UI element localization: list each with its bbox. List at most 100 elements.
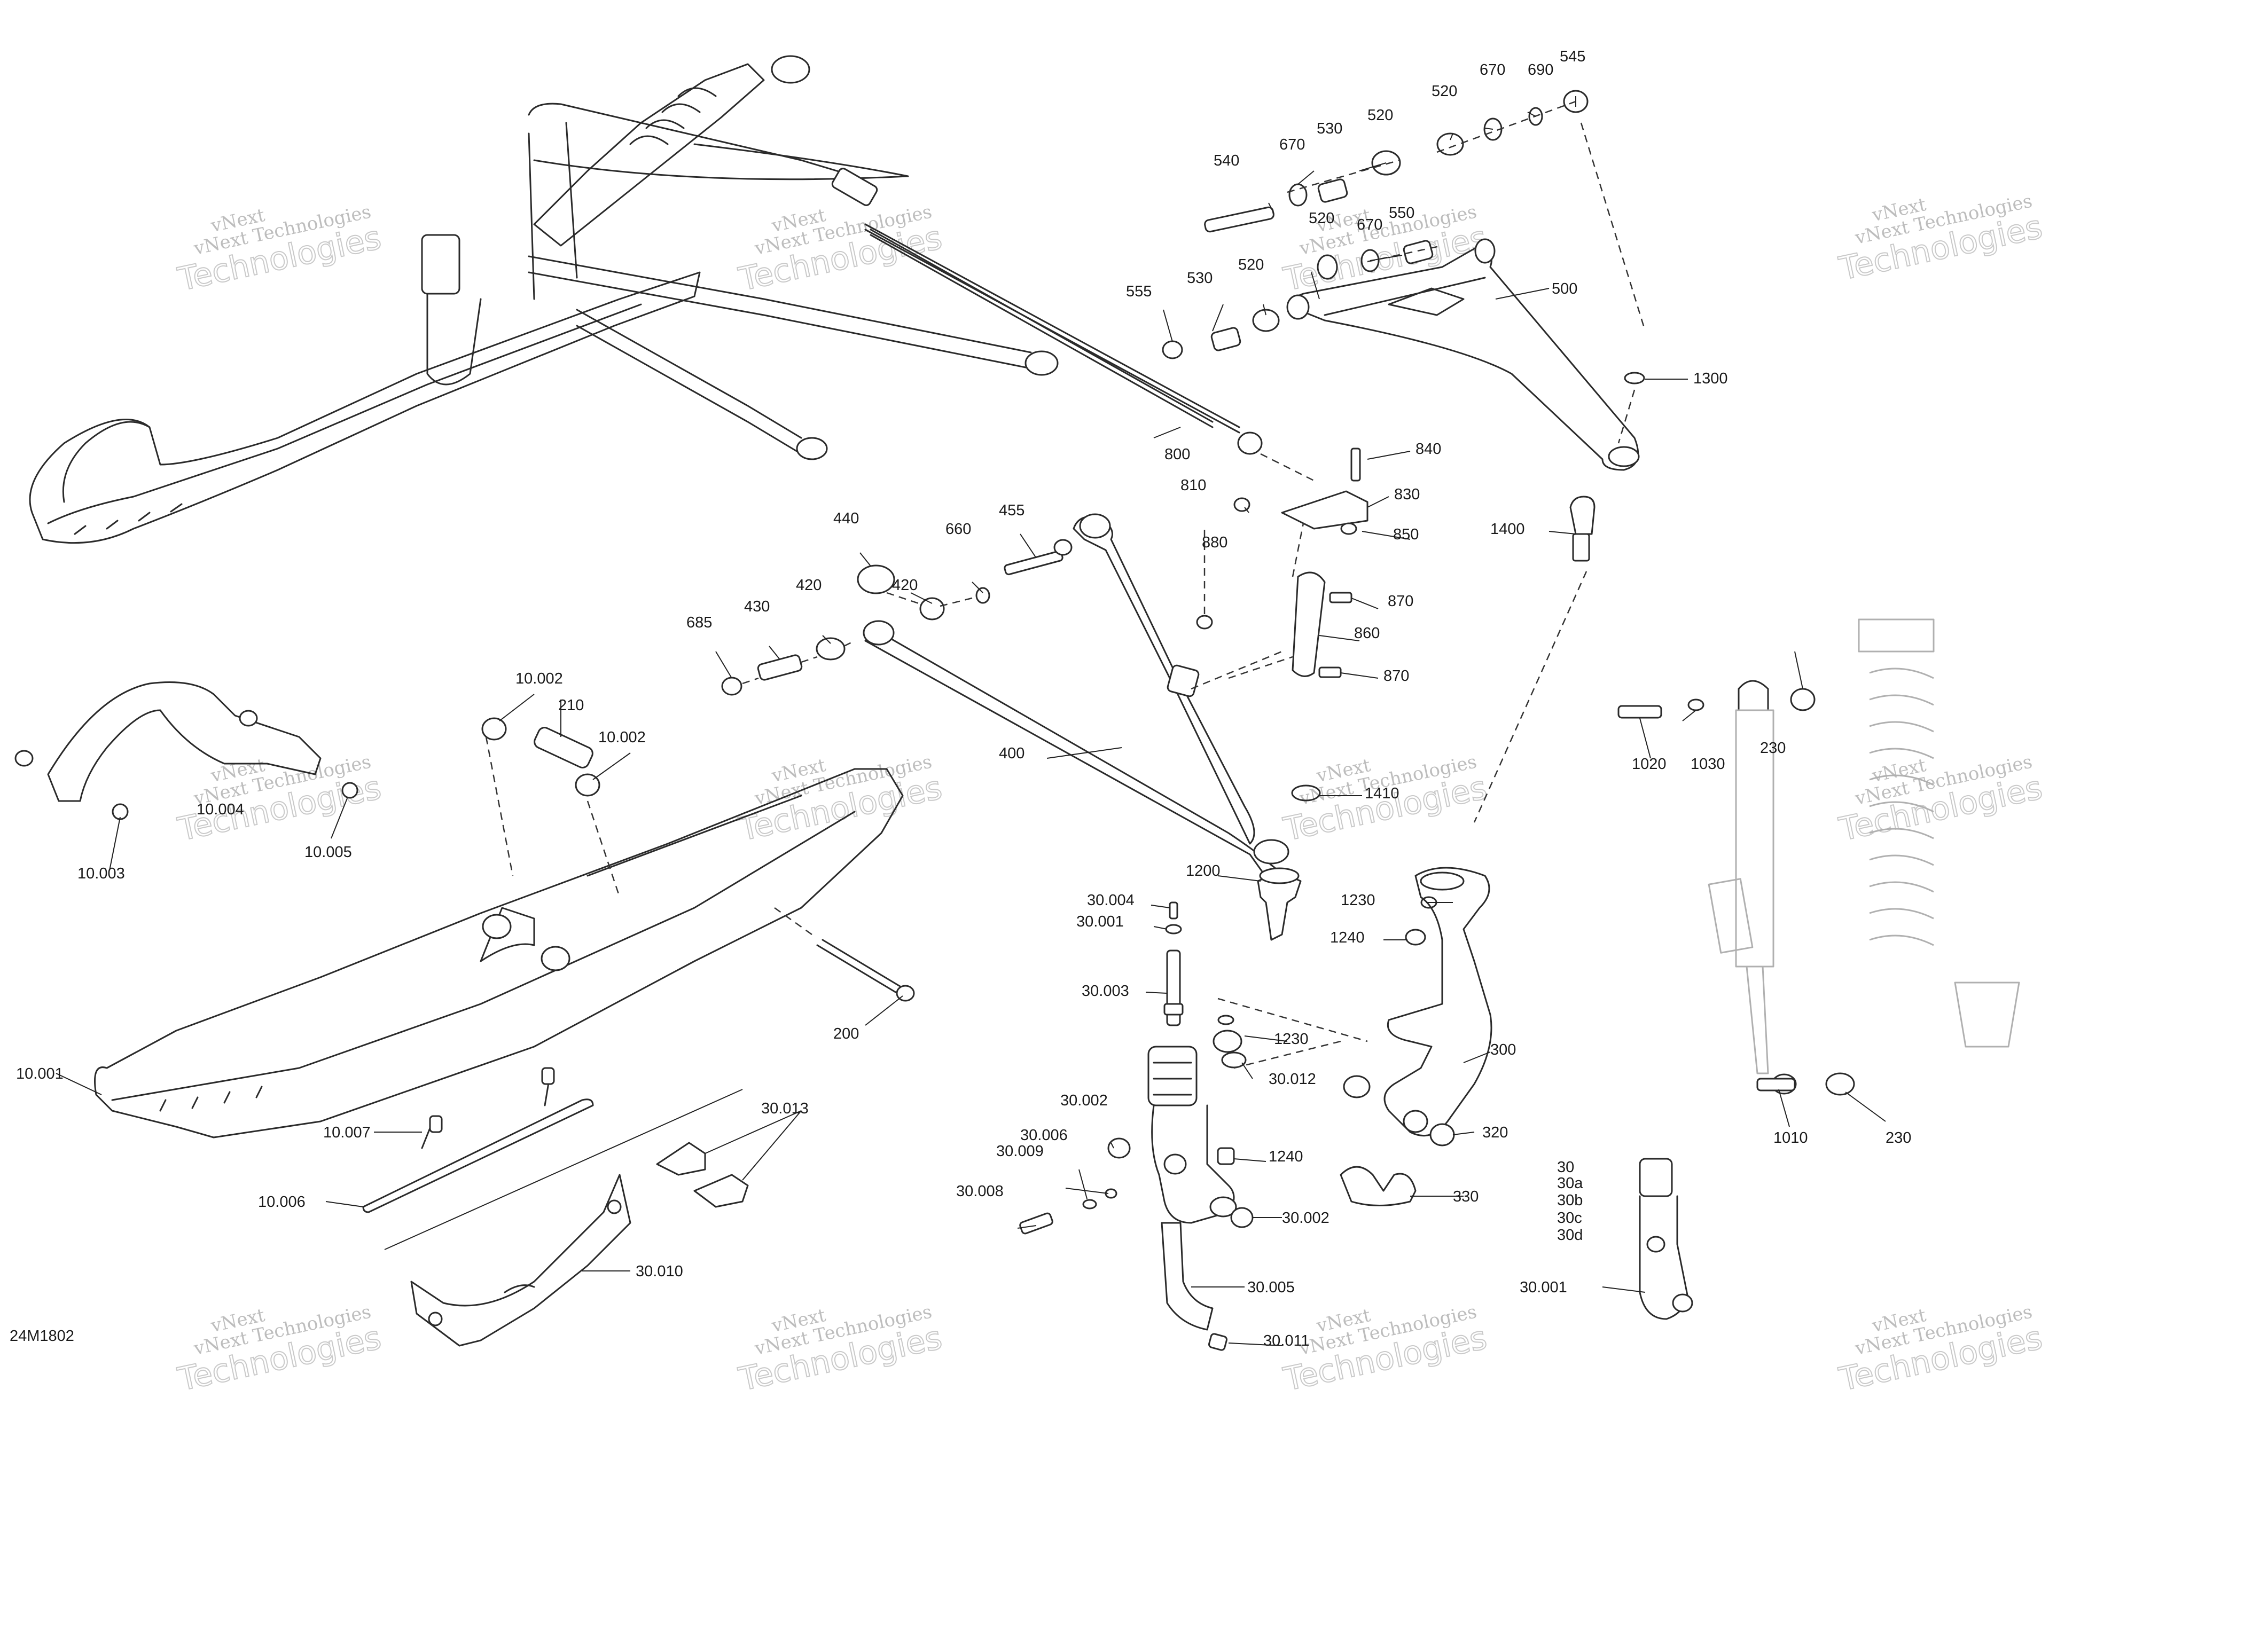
part-label-30-010: 30.010 [636, 1263, 683, 1280]
spacer-210 [481, 717, 621, 898]
part-label-30c: 30c [1557, 1210, 1582, 1227]
part-label-30-005: 30.005 [1247, 1279, 1295, 1296]
part-label-520: 520 [1238, 256, 1264, 273]
part-label-1010: 1010 [1773, 1129, 1808, 1147]
part-label-30-008: 30.008 [956, 1183, 1004, 1200]
diagram-id: 24M1802 [10, 1328, 74, 1345]
part-label-320: 320 [1482, 1124, 1508, 1141]
divider-line [384, 1089, 743, 1250]
part-label-30-012: 30.012 [1269, 1071, 1316, 1088]
part-label-10-002: 10.002 [515, 670, 563, 687]
part-label-30-002: 30.002 [1282, 1210, 1329, 1227]
part-label-880: 880 [1202, 534, 1227, 551]
part-label-30-002: 30.002 [1060, 1092, 1108, 1109]
part-label-430: 430 [744, 598, 770, 615]
steering-brackets [1196, 447, 1368, 679]
ball-joint-hardware [1473, 372, 1645, 823]
part-label-400: 400 [999, 745, 1024, 762]
part-label-685: 685 [686, 614, 712, 631]
part-label-30-001: 30.001 [1520, 1279, 1567, 1296]
part-label-200: 200 [833, 1025, 859, 1042]
part-label-330: 330 [1453, 1188, 1479, 1205]
ball-joint-1200 [1257, 784, 1321, 941]
part-label-670: 670 [1480, 61, 1505, 78]
part-label-420: 420 [796, 577, 822, 594]
part-label-870: 870 [1388, 593, 1413, 610]
part-label-1230: 1230 [1341, 892, 1375, 909]
spindle-30 [1019, 901, 1368, 1351]
part-label-230: 230 [1886, 1129, 1911, 1147]
part-label-10-006: 10.006 [258, 1194, 306, 1211]
part-label-10-005: 10.005 [304, 844, 352, 861]
part-label-830: 830 [1394, 486, 1420, 503]
part-label-10-004: 10.004 [197, 801, 244, 818]
plate-30-010 [410, 1174, 631, 1347]
part-label-1020: 1020 [1632, 756, 1667, 773]
part-label-30d: 30d [1557, 1227, 1583, 1244]
assembled-suspension-illustration [29, 55, 1240, 544]
part-label-1300: 1300 [1693, 370, 1728, 387]
leader-lines [56, 96, 1886, 1346]
part-label-1030: 1030 [1691, 756, 1725, 773]
part-label-230: 230 [1760, 740, 1786, 757]
part-label-210: 210 [558, 697, 584, 714]
part-label-30-001: 30.001 [1076, 913, 1124, 930]
hardware-cluster-upper [1162, 90, 1646, 359]
part-label-850: 850 [1393, 526, 1419, 543]
part-label-840: 840 [1415, 441, 1441, 458]
part-label-10-003: 10.003 [77, 865, 125, 882]
part-label-520: 520 [1309, 210, 1334, 227]
part-label-10-002: 10.002 [598, 729, 646, 746]
part-label-440: 440 [833, 510, 859, 527]
part-label-810: 810 [1180, 477, 1206, 494]
part-label-540: 540 [1214, 152, 1239, 169]
part-label-500: 500 [1552, 280, 1577, 297]
part-label-30-003: 30.003 [1082, 983, 1129, 1000]
part-label-30-009: 30.009 [996, 1143, 1044, 1160]
part-label-30-006: 30.006 [1020, 1127, 1068, 1144]
part-label-530: 530 [1317, 120, 1342, 137]
part-label-545: 545 [1560, 48, 1585, 65]
part-label-670: 670 [1279, 136, 1305, 153]
part-label-1230: 1230 [1274, 1031, 1309, 1048]
part-label-520: 520 [1367, 107, 1393, 124]
part-label-690: 690 [1528, 61, 1553, 78]
part-label-10-001: 10.001 [16, 1065, 64, 1082]
part-label-30b: 30b [1557, 1192, 1583, 1209]
part-label-420: 420 [892, 577, 918, 594]
part-label-30: 30 [1557, 1159, 1574, 1176]
ski-10-001 [94, 768, 904, 1139]
part-label-1200: 1200 [1186, 862, 1221, 880]
ski-runner-10-006 [362, 1067, 594, 1213]
shock-spring-assembly-faded [1617, 618, 2020, 1096]
upper-a-arm-500 [1286, 238, 1640, 471]
part-label-30a: 30a [1557, 1175, 1583, 1192]
part-label-870: 870 [1383, 668, 1409, 685]
steering-knuckle-300 [1340, 867, 1492, 1206]
part-label-455: 455 [999, 502, 1024, 519]
part-label-660: 660 [945, 521, 971, 538]
pads-30-013 [656, 1142, 749, 1208]
part-label-800: 800 [1164, 446, 1190, 463]
part-label-1400: 1400 [1490, 521, 1525, 538]
part-label-555: 555 [1126, 283, 1152, 300]
part-label-530: 530 [1187, 270, 1213, 287]
hardware-cluster-lower-arm [721, 539, 1282, 696]
spindle-variant-30a-30d [1639, 1158, 1693, 1320]
tie-rod-800 [870, 229, 1315, 482]
part-label-520: 520 [1432, 83, 1457, 100]
part-label-670: 670 [1357, 216, 1382, 233]
part-label-860: 860 [1354, 625, 1380, 642]
callout-labels: 5456906705205205306705405506705205005555… [16, 48, 1911, 1349]
part-label-1240: 1240 [1330, 929, 1365, 946]
part-label-300: 300 [1490, 1041, 1516, 1058]
part-label-30-011: 30.011 [1263, 1332, 1310, 1349]
bolt-200 [774, 907, 915, 1002]
part-label-30-004: 30.004 [1087, 892, 1135, 909]
